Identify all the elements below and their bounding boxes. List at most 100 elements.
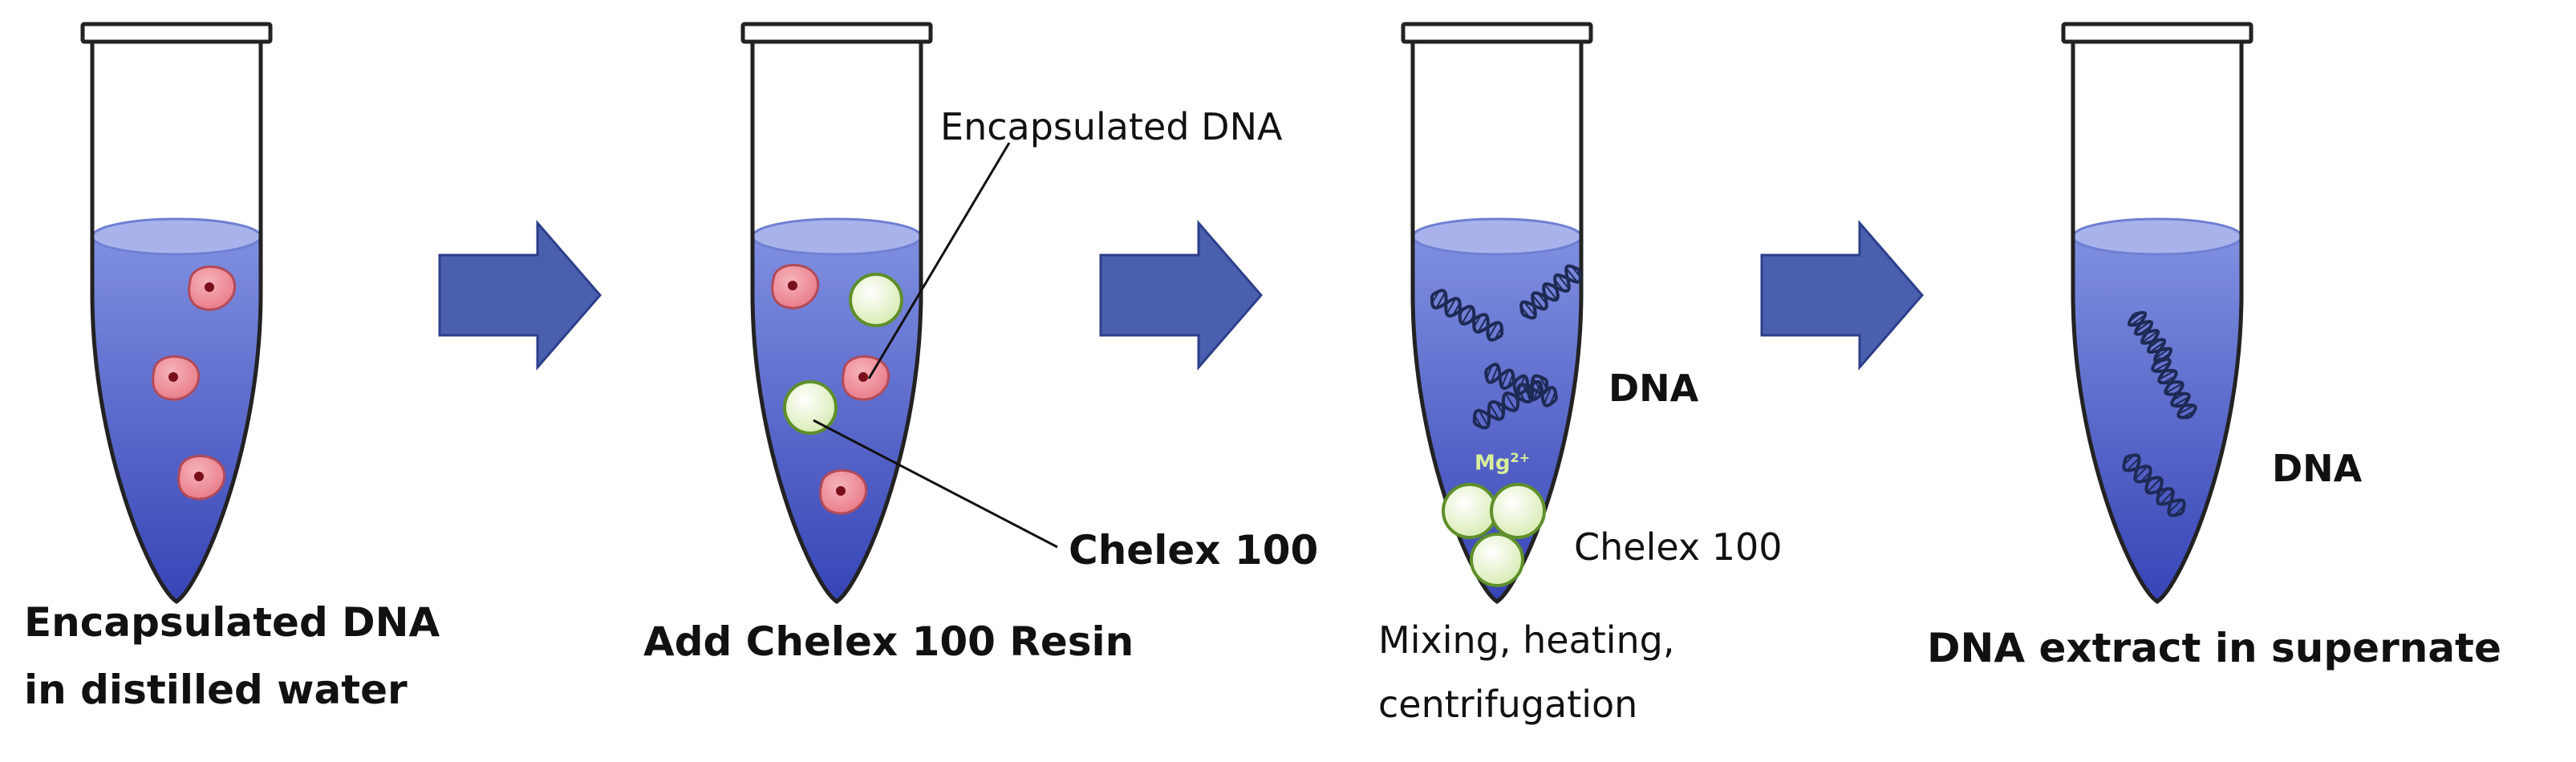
dna-rung: [1435, 292, 1446, 309]
liquid-surface: [1411, 217, 1583, 256]
dna-helix-icon: [2122, 453, 2186, 517]
callout-chelex-100: Chelex 100: [1069, 527, 1319, 574]
dna-rung: [1532, 377, 1544, 394]
liquid-surface: [751, 217, 923, 256]
dna-rung: [2126, 457, 2140, 472]
tube-rim: [80, 22, 273, 44]
dna-rung: [1461, 306, 1473, 324]
dna-strand: [1474, 379, 1549, 430]
tube-liquid: [92, 237, 261, 602]
dna-rung: [1446, 298, 1457, 314]
dna-rung: [2141, 330, 2159, 343]
cell-capsule-icon: [152, 355, 201, 401]
dna-rung: [2134, 465, 2148, 480]
callout-encapsulated-dna: Encapsulated DNA: [940, 105, 1283, 148]
dna-rung: [1543, 387, 1552, 405]
resin-bead-icon: [783, 380, 838, 435]
step3-caption-line2: centrifugation: [1378, 683, 1638, 726]
cell-nucleus: [858, 372, 868, 382]
cell-capsule-icon: [842, 355, 890, 401]
dna-rung: [1477, 316, 1488, 333]
dna-strand: [2127, 313, 2167, 363]
dna-rung: [1487, 322, 1499, 338]
resin-bead-icon: [1442, 483, 1498, 539]
resin-bead-icon: [1470, 533, 1524, 587]
arrow-right-icon: [1760, 219, 1924, 371]
step1-caption-line2: in distilled water: [24, 667, 408, 713]
dna-strand: [1522, 269, 1582, 320]
tube-outline: [1410, 40, 1584, 605]
dna-rung: [2172, 395, 2190, 407]
tube-liquid: [2073, 237, 2241, 602]
dna-helix-icon: [2127, 310, 2173, 363]
dna-strand: [1430, 289, 1504, 336]
dna-strand: [1430, 294, 1503, 342]
step3-chelex-label: Chelex 100: [1574, 525, 1783, 569]
tube-icon: [80, 22, 273, 605]
resin-bead-icon: [1490, 483, 1546, 539]
dna-rung: [2165, 383, 2183, 394]
dna-strand: [2122, 456, 2183, 517]
step2-caption: Add Chelex 100 Resin: [643, 618, 1134, 665]
dna-rung: [1504, 393, 1517, 411]
callout-leader-chelex: [813, 419, 1058, 549]
dna-strand: [2151, 358, 2191, 420]
tube-rim: [2061, 22, 2253, 44]
step4-caption: DNA extract in supernate: [1927, 625, 2501, 671]
dna-rung: [1531, 294, 1544, 310]
resin-bead-icon: [849, 273, 903, 327]
dna-helix-icon: [1519, 264, 1582, 320]
liquid-surface: [2071, 217, 2243, 256]
cell-nucleus: [836, 486, 846, 496]
dna-rung: [2158, 370, 2176, 381]
tube-icon: [740, 22, 933, 605]
dna-rung: [1489, 403, 1500, 420]
dna-helix-icon: [1430, 289, 1504, 342]
dna-helix-icon: [2151, 357, 2197, 420]
dna-rung: [2153, 361, 2171, 372]
dna-rung: [1565, 267, 1578, 283]
arrow-right-icon: [1099, 219, 1263, 371]
dna-rung: [1501, 370, 1510, 387]
dna-strand: [1519, 264, 1580, 315]
dna-strand: [1472, 374, 1548, 424]
dna-rung: [1523, 301, 1536, 317]
cell-nucleus: [205, 282, 214, 292]
cell-capsule-icon: [819, 469, 868, 515]
cell-nucleus: [788, 281, 797, 290]
tube-outline: [750, 40, 923, 605]
cell-nucleus: [194, 472, 204, 481]
arrow-right-icon: [438, 219, 602, 371]
dna-strand: [2133, 310, 2173, 361]
tube-outline: [90, 40, 263, 605]
cell-capsule-icon: [771, 264, 820, 310]
tube-liquid: [753, 237, 921, 602]
tube-rim: [1401, 22, 1593, 44]
tube-rim: [740, 22, 933, 44]
dna-rung: [1478, 410, 1489, 427]
cell-capsule-icon: [188, 265, 237, 311]
tube-outline: [2071, 40, 2244, 605]
mg-ion-charge: 2+: [1510, 450, 1531, 465]
step3-caption-line1: Mixing, heating,: [1378, 618, 1675, 662]
dna-rung: [1521, 383, 1532, 400]
mg-ion-label: Mg2+: [1475, 450, 1531, 476]
dna-strand: [2157, 357, 2197, 419]
cell-capsule-icon: [177, 455, 226, 501]
dna-rung: [1490, 365, 1499, 383]
dna-rung: [1557, 274, 1570, 290]
step1-caption-line1: Encapsulated DNA: [24, 599, 440, 646]
step4-dna-label: DNA: [2272, 447, 2363, 490]
dna-rung: [2177, 404, 2195, 415]
dna-rung: [1544, 284, 1558, 300]
dna-helix-icon: [1472, 374, 1549, 430]
cell-nucleus: [168, 372, 178, 382]
step3-dna-label: DNA: [1608, 367, 1699, 410]
liquid-surface: [91, 217, 262, 256]
dna-rung: [2160, 491, 2174, 505]
dna-strand: [2125, 453, 2186, 514]
callout-leader-encapsulated: [867, 142, 1011, 379]
dna-rung: [2146, 477, 2162, 493]
